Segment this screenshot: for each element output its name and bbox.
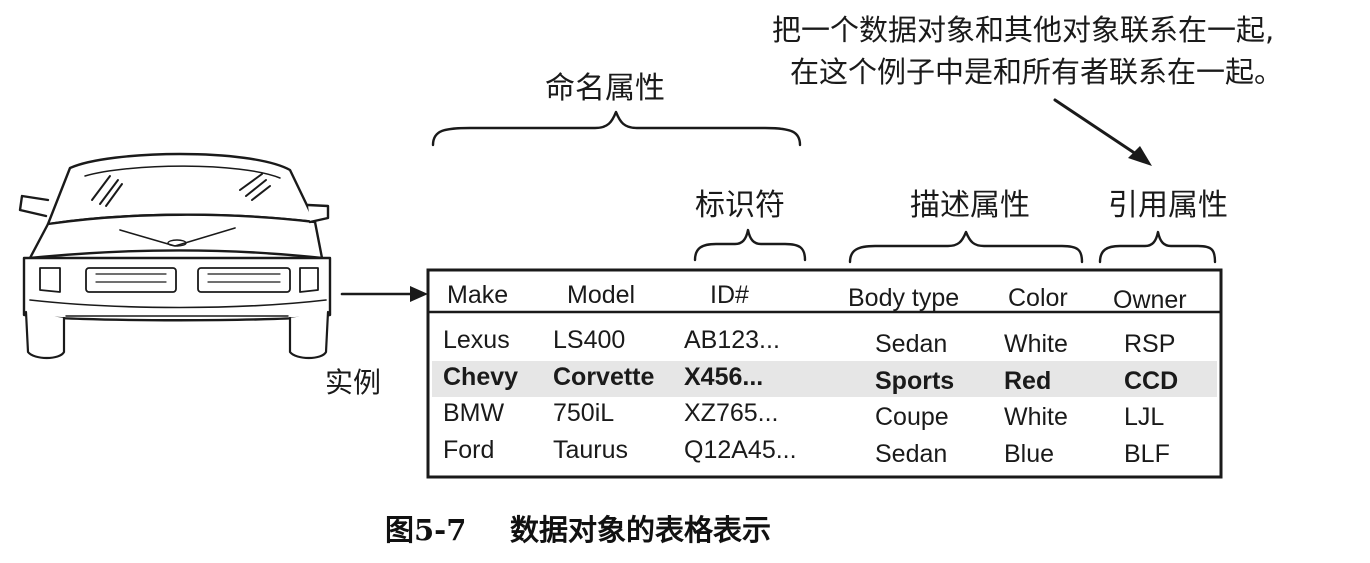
table-row: BMW 750iL XZ765... Coupe White LJL bbox=[443, 399, 1164, 431]
descriptive-attributes-brace bbox=[848, 230, 1084, 264]
named-attributes-brace bbox=[431, 110, 802, 147]
referential-attributes-label: 引用属性 bbox=[1108, 188, 1228, 223]
column-header-id: ID# bbox=[710, 281, 749, 309]
column-header-body-type: Body type bbox=[848, 284, 959, 312]
table-cell-body-type: Sports bbox=[875, 367, 954, 395]
table-cell-owner: LJL bbox=[1124, 403, 1164, 431]
instance-arrow bbox=[340, 286, 428, 302]
data-object-table: Make Model ID# Body type Color Owner Lex… bbox=[426, 268, 1223, 479]
table-cell-id: X456... bbox=[684, 363, 763, 391]
table-row: Lexus LS400 AB123... Sedan White RSP bbox=[443, 326, 1175, 358]
table-cell-owner: BLF bbox=[1124, 440, 1170, 468]
table-row: Chevy Corvette X456... Sports Red CCD bbox=[443, 363, 1178, 395]
table-cell-id: Q12A45... bbox=[684, 436, 797, 464]
table-cell-owner: CCD bbox=[1124, 367, 1178, 395]
car-front-icon bbox=[18, 152, 332, 360]
table-row-highlight bbox=[432, 361, 1217, 397]
table-cell-body-type: Sedan bbox=[875, 440, 947, 468]
named-attributes-label: 命名属性 bbox=[545, 71, 665, 106]
column-header-owner: Owner bbox=[1113, 286, 1187, 314]
table-cell-make: Ford bbox=[443, 436, 494, 464]
table-header-row: Make Model ID# Body type Color Owner bbox=[447, 281, 1187, 314]
instance-label: 实例 bbox=[325, 366, 381, 399]
table-cell-make: Lexus bbox=[443, 326, 510, 354]
table-cell-color: Blue bbox=[1004, 440, 1054, 468]
descriptive-attributes-label: 描述属性 bbox=[910, 188, 1030, 223]
referential-attributes-brace bbox=[1098, 230, 1217, 264]
table-cell-color: Red bbox=[1004, 367, 1051, 395]
table-cell-owner: RSP bbox=[1124, 330, 1175, 358]
table-cell-make: BMW bbox=[443, 399, 505, 427]
table-cell-model: Taurus bbox=[553, 436, 628, 464]
table-cell-model: Corvette bbox=[553, 363, 655, 391]
identifier-label: 标识符 bbox=[695, 188, 785, 223]
table-cell-color: White bbox=[1004, 330, 1068, 358]
table-row: Ford Taurus Q12A45... Sedan Blue BLF bbox=[443, 436, 1170, 468]
table-cell-id: AB123... bbox=[684, 326, 780, 354]
column-header-model: Model bbox=[567, 281, 635, 309]
column-header-color: Color bbox=[1008, 284, 1068, 312]
relationship-arrow bbox=[1053, 98, 1152, 166]
column-header-make: Make bbox=[447, 281, 508, 309]
relationship-note-line1: 把一个数据对象和其他对象联系在一起, bbox=[772, 13, 1274, 47]
table-cell-id: XZ765... bbox=[684, 399, 779, 427]
table-cell-make: Chevy bbox=[443, 363, 518, 391]
figure-caption: 图5-7 数据对象的表格表示 bbox=[385, 513, 771, 547]
relationship-note-line2: 在这个例子中是和所有者联系在一起。 bbox=[790, 55, 1283, 89]
table-cell-body-type: Coupe bbox=[875, 403, 949, 431]
table-cell-model: 750iL bbox=[553, 399, 614, 427]
table-cell-body-type: Sedan bbox=[875, 330, 947, 358]
caption-title: 数据对象的表格表示 bbox=[510, 513, 771, 547]
identifier-brace bbox=[693, 228, 807, 262]
table-cell-color: White bbox=[1004, 403, 1068, 431]
caption-number: 图5-7 bbox=[385, 513, 466, 547]
table-cell-model: LS400 bbox=[553, 326, 625, 354]
